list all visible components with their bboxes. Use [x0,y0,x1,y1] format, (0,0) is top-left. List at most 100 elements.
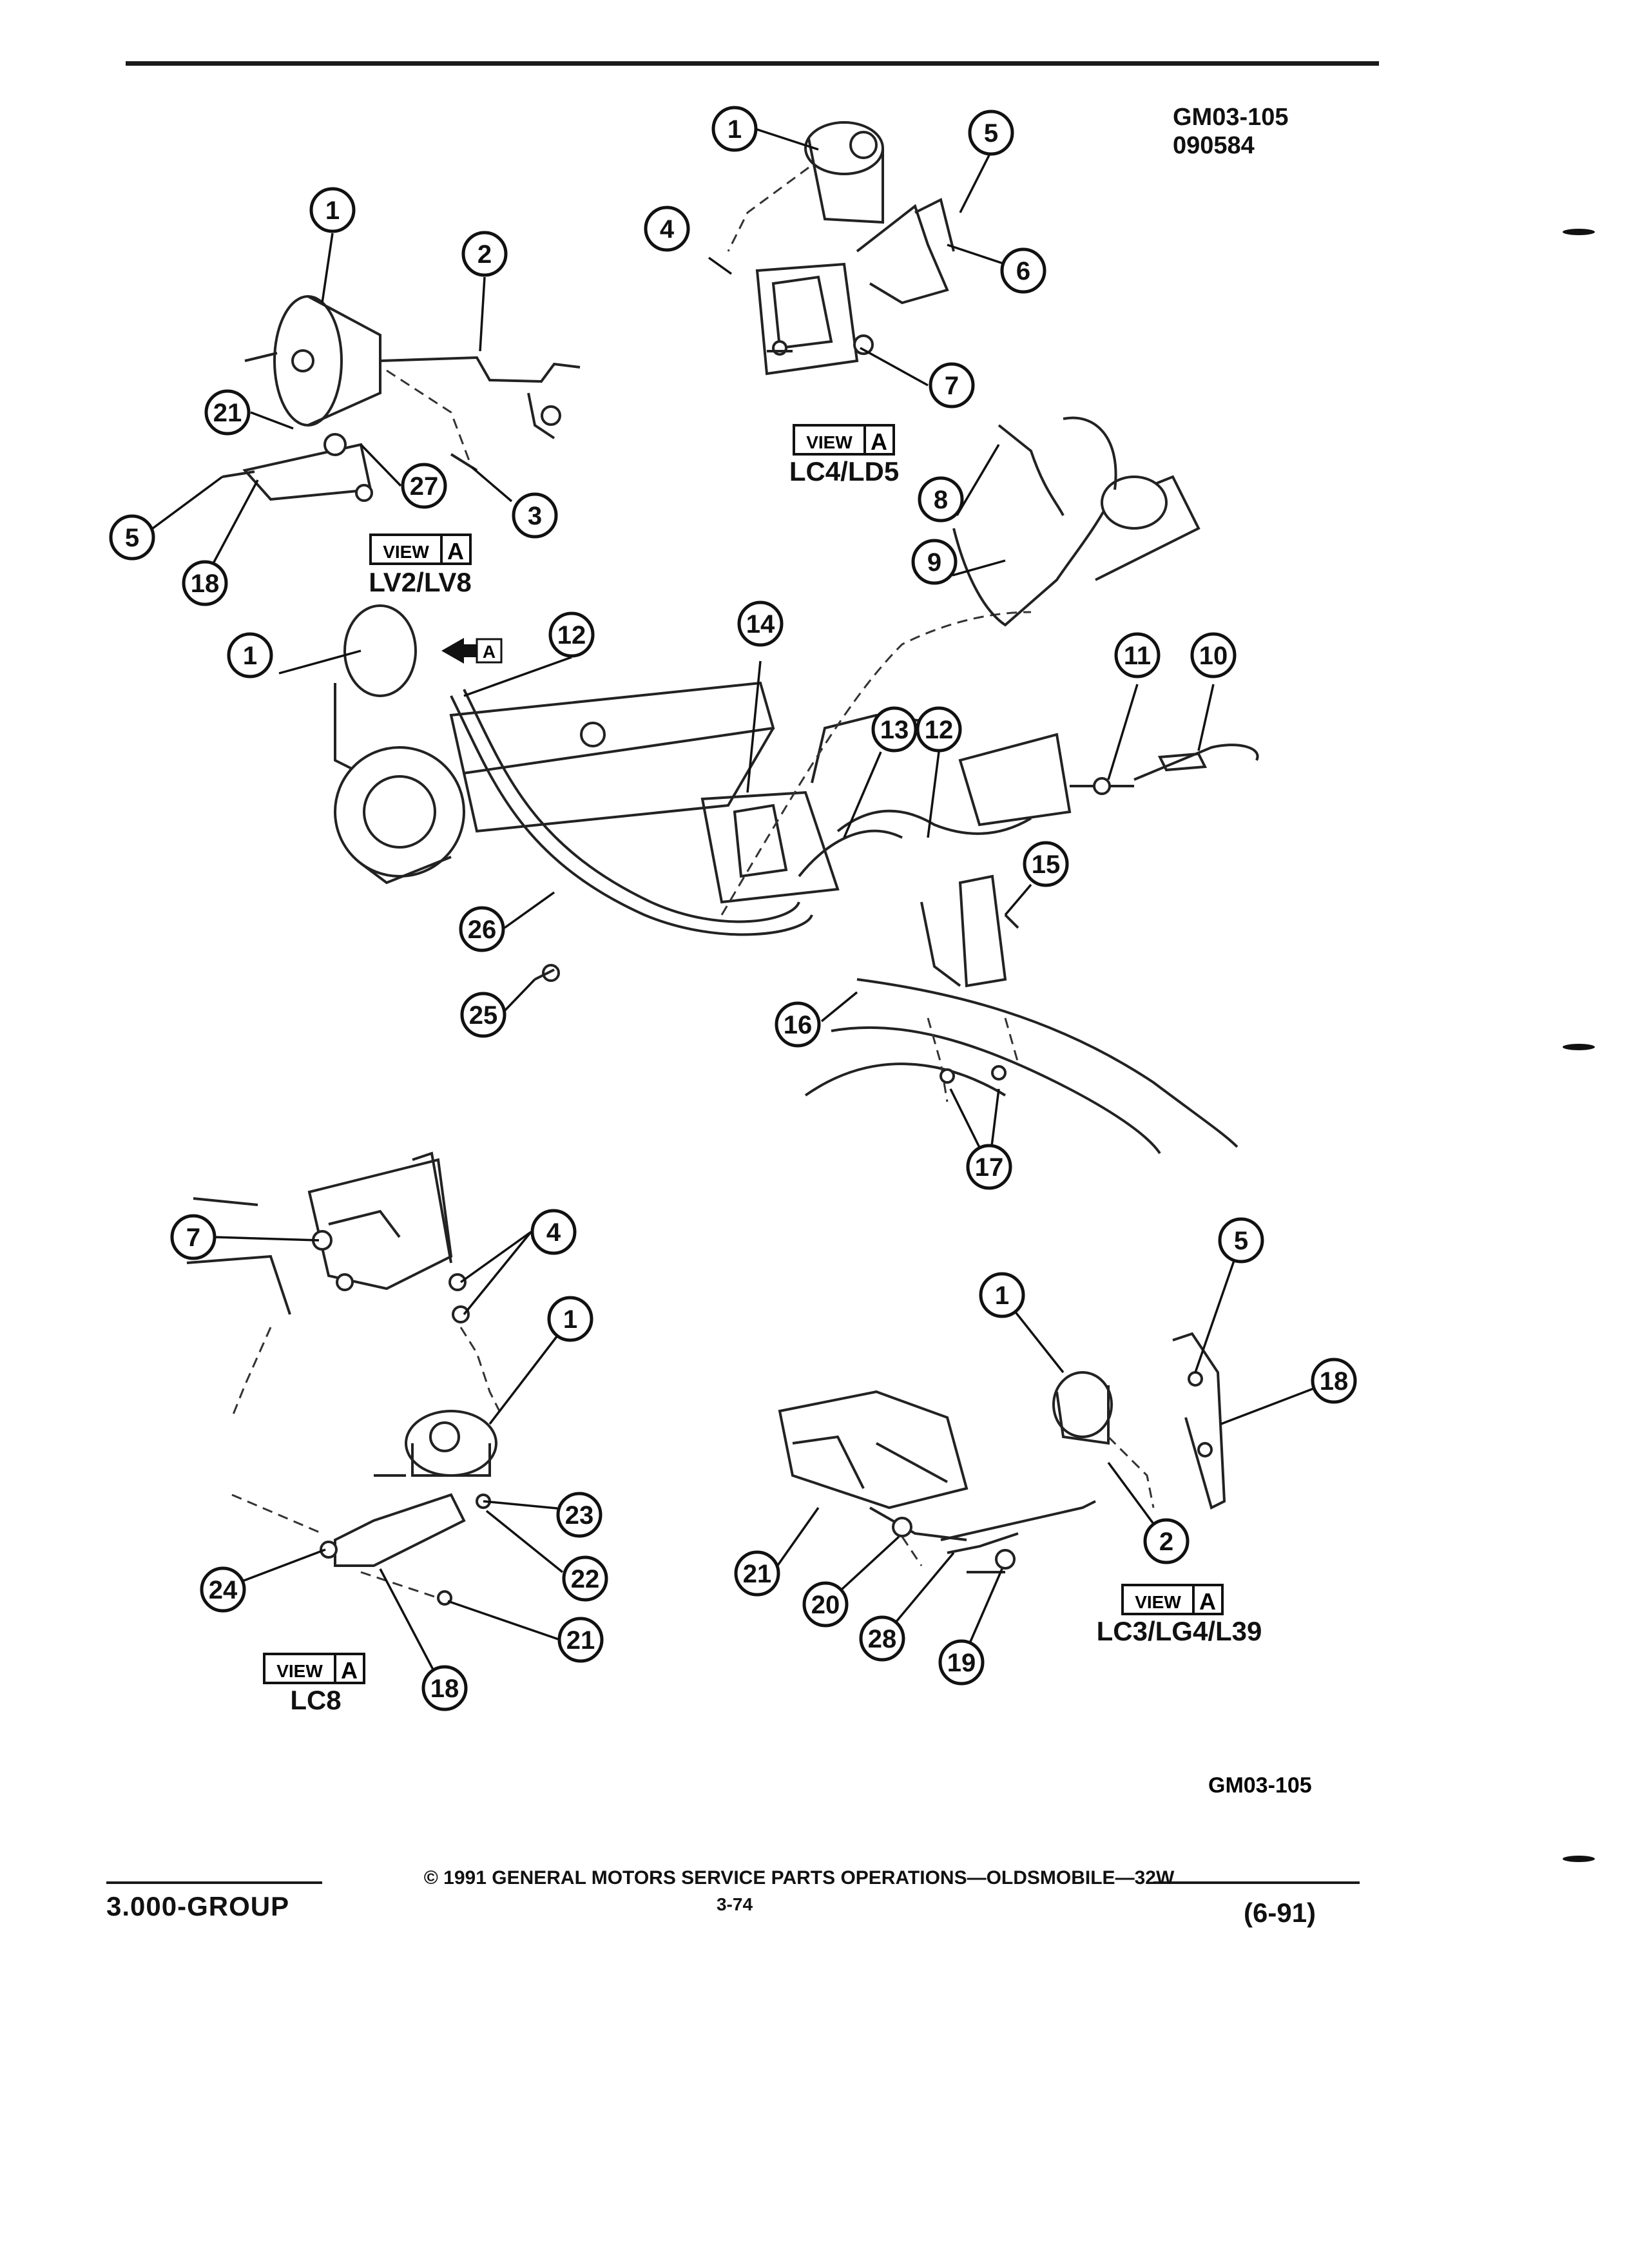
svg-text:24: 24 [209,1576,238,1604]
callout-18: 18 [1311,1358,1357,1404]
engine-label-lc8: LC8 [290,1685,341,1715]
svg-text:18: 18 [1320,1367,1349,1396]
callout-14: 14 [737,601,784,647]
callout-23: 23 [556,1492,602,1538]
view-a-direction-arrow: A [441,638,503,664]
engine-label-lc4-ld5: LC4/LD5 [789,456,899,486]
svg-text:VIEW: VIEW [383,542,429,562]
callout-4: 4 [644,206,690,252]
svg-text:16: 16 [784,1011,813,1039]
view-lc4-ld5-illustration [727,121,955,376]
svg-text:25: 25 [469,1001,498,1030]
svg-text:21: 21 [213,399,242,427]
svg-text:18: 18 [430,1675,459,1703]
footer-copyright: © 1991 GENERAL MOTORS SERVICE PARTS OPER… [423,1867,1175,1888]
svg-text:4: 4 [660,215,675,244]
svg-text:12: 12 [925,716,954,744]
footer-rule-right [1153,1881,1360,1884]
view-a-box-lc3-lg4-l39: VIEW A [1121,1584,1224,1615]
svg-text:18: 18 [191,570,220,598]
callout-16: 16 [775,1001,821,1048]
callout-1: 1 [979,1272,1025,1318]
callout-7: 7 [929,362,975,408]
doc-number: 090584 [1173,132,1255,159]
callout-21: 21 [734,1550,780,1597]
svg-text:A: A [1199,1588,1216,1615]
svg-text:11: 11 [1124,642,1151,670]
svg-text:4: 4 [546,1218,561,1247]
callout-15: 15 [1023,841,1069,887]
footer-date: (6-91) [1244,1898,1316,1928]
callout-11: 11 [1114,632,1161,678]
svg-text:8: 8 [934,486,948,514]
callout-2: 2 [461,231,508,277]
svg-text:1: 1 [563,1305,577,1334]
svg-text:A: A [871,428,887,455]
callout-5: 5 [109,514,155,561]
leader-lines [151,128,1335,1670]
callout-17: 17 [966,1144,1012,1190]
callout-9: 9 [911,539,958,585]
callout-25: 25 [460,992,506,1038]
callout-8: 8 [918,476,964,523]
svg-text:13: 13 [880,716,909,744]
doc-code: GM03-105 [1173,104,1289,131]
callout-12: 12 [548,611,595,658]
svg-text:26: 26 [468,916,497,944]
callout-22: 22 [562,1555,608,1602]
footer-group: 3.000-GROUP [106,1891,290,1921]
svg-text:9: 9 [927,548,941,577]
callout-1: 1 [711,106,758,152]
svg-text:21: 21 [566,1626,595,1655]
svg-text:7: 7 [945,372,959,400]
svg-text:22: 22 [571,1565,600,1593]
scan-mark [1563,1044,1595,1050]
svg-text:7: 7 [186,1224,200,1252]
callout-26: 26 [459,906,505,952]
callout-21: 21 [204,389,251,436]
scan-mark [1563,1856,1595,1862]
svg-text:1: 1 [728,115,742,144]
view-a-box-lc4-ld5: VIEW A [793,424,895,456]
svg-text:1: 1 [325,197,340,225]
view-lc8-illustration [186,1151,504,1606]
callout-13: 13 [871,706,918,753]
callout-18: 18 [182,560,228,606]
svg-text:15: 15 [1032,850,1061,879]
callout-10: 10 [1190,632,1237,678]
svg-text:23: 23 [565,1501,594,1530]
callout-5: 5 [968,110,1014,156]
callout-7: 7 [170,1214,217,1260]
footer-rule-left [106,1881,322,1884]
figure-code: GM03-105 [1208,1773,1312,1798]
svg-text:6: 6 [1016,257,1030,285]
callout-19: 19 [938,1639,985,1686]
callout-4: 4 [530,1209,577,1255]
scan-mark [1563,229,1595,235]
svg-text:1: 1 [243,642,257,670]
svg-text:VIEW: VIEW [276,1661,323,1681]
svg-text:12: 12 [557,621,586,649]
footer-page-number: 3-74 [716,1894,753,1914]
svg-text:3: 3 [528,502,542,530]
callout-18: 18 [421,1665,468,1711]
callout-27: 27 [401,463,447,509]
engine-assembly-illustration [334,416,1259,1155]
view-a-box-lc8: VIEW A [263,1653,365,1684]
svg-text:2: 2 [1159,1528,1173,1556]
callout-28: 28 [859,1615,905,1662]
svg-text:A: A [447,538,464,564]
svg-text:17: 17 [975,1153,1004,1182]
svg-text:20: 20 [811,1591,840,1619]
callout-1: 1 [547,1296,593,1342]
svg-text:A: A [341,1657,358,1684]
callout-1: 1 [309,187,356,233]
callout-20: 20 [802,1581,849,1628]
svg-text:28: 28 [868,1625,897,1653]
callout-2: 2 [1143,1518,1190,1564]
view-lv2-lv8-illustration [222,295,581,502]
svg-text:VIEW: VIEW [806,432,853,452]
svg-text:1: 1 [995,1282,1009,1310]
svg-text:27: 27 [410,472,439,501]
